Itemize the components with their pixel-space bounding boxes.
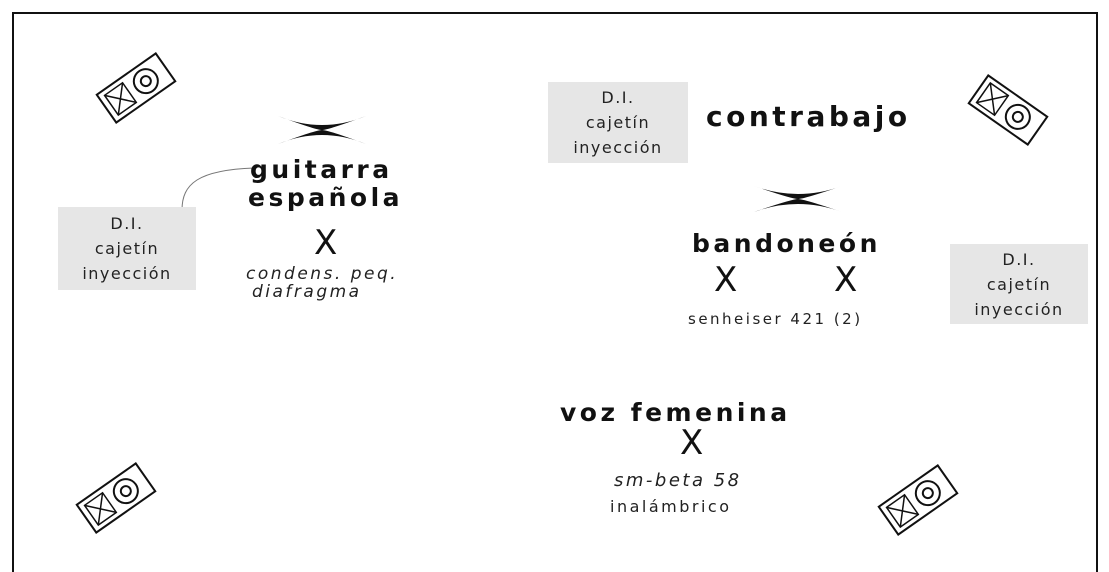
di-label: cajetín [585, 113, 651, 132]
di-label: inyección [573, 138, 663, 157]
di-label: cajetín [986, 274, 1052, 294]
di-label: D.I. [1002, 249, 1036, 269]
voz-label: voz femenina [560, 398, 791, 427]
cross-mic-icon [278, 116, 366, 144]
cable-line [181, 167, 255, 211]
top-band [0, 0, 1109, 12]
cross-mic-icon [754, 186, 842, 212]
voz-mic-type2: inalámbrico [610, 497, 732, 516]
di-box-bandoneon: D.I. cajetín inyección [950, 244, 1088, 324]
monitor-speaker-icon [877, 464, 959, 536]
bandoneon-mic-type: senheiser 421 (2) [688, 310, 863, 328]
guitarra-mic-type: condens. peq. [246, 264, 399, 284]
di-box-guitarra: D.I. cajetín inyección [58, 207, 196, 290]
di-label: inyección [82, 264, 172, 283]
guitarra-mic-x: X [314, 223, 338, 263]
di-label: cajetín [94, 239, 160, 258]
di-label: D.I. [110, 214, 144, 233]
voz-mic-type: sm-beta 58 [614, 470, 742, 491]
guitarra-label-line1: guitarra [250, 155, 393, 184]
bandoneon-mic-x-left: X [714, 260, 738, 300]
monitor-speaker-icon [75, 462, 157, 534]
di-label: D.I. [601, 88, 635, 107]
bandoneon-label: bandoneón [692, 229, 881, 258]
di-label: inyección [974, 299, 1064, 319]
stage-border [12, 12, 1098, 572]
guitarra-label-line2: española [248, 183, 404, 212]
contrabajo-label: contrabajo [706, 100, 911, 133]
di-box-contrabajo: D.I. cajetín inyección [548, 82, 688, 163]
guitarra-mic-type2: diafragma [252, 282, 362, 302]
bandoneon-mic-x-right: X [834, 260, 858, 300]
monitor-speaker-icon [95, 52, 177, 124]
monitor-speaker-icon [967, 74, 1049, 146]
voz-mic-x: X [680, 423, 704, 463]
